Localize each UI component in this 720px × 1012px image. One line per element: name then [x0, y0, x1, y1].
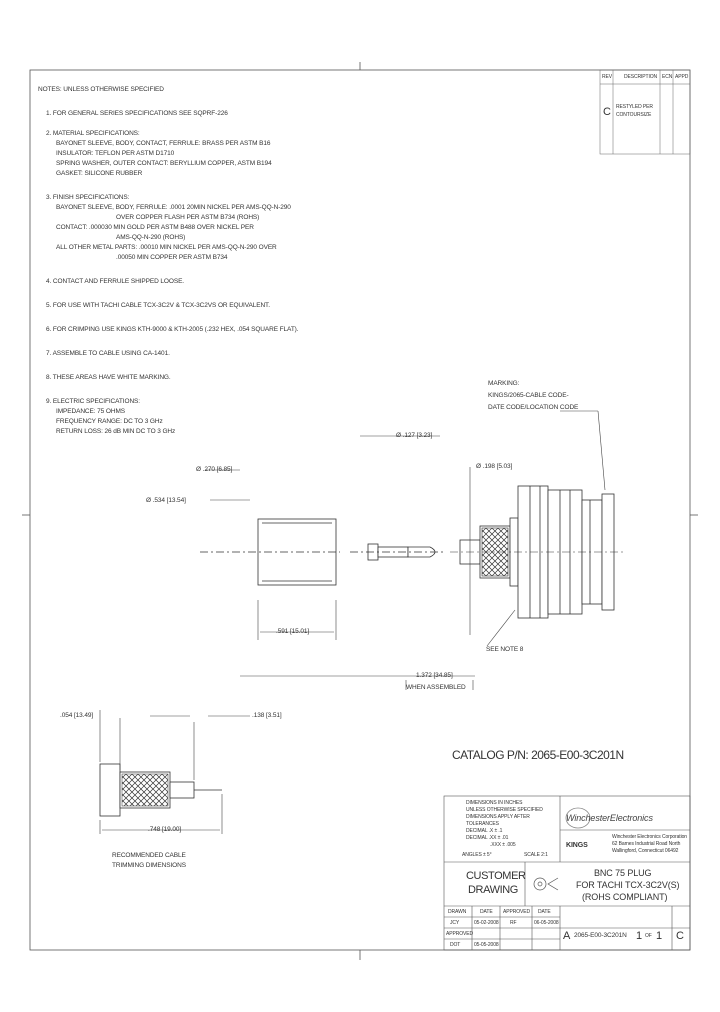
- dim-054: .054 [13.49]: [60, 712, 94, 719]
- catalog-number: CATALOG P/N: 2065-E00-3C201N: [452, 748, 624, 762]
- marking-line2: KINGS/2065-CABLE CODE-: [488, 392, 569, 399]
- note-2d: GASKET: SILICONE RUBBER: [56, 170, 143, 177]
- tb-dwg-no: 2065-E00-3C201N: [574, 932, 627, 939]
- note-3d: AMS-QQ-N-290 (ROHS): [116, 234, 186, 241]
- rev-desc: RESTYLED PER: [616, 104, 653, 110]
- company-logo-swoosh: [565, 807, 591, 829]
- tol-5: DECIMAL .X ± .1: [466, 828, 503, 834]
- dim-127: Ø .127 [3.23]: [396, 432, 433, 439]
- tol-angles: ANGLES ± 5°: [462, 852, 492, 858]
- tol-1: DIMENSIONS IN INCHES: [466, 800, 523, 806]
- tb-date-label: DATE: [480, 909, 493, 915]
- note-3c: CONTACT: .000030 MIN GOLD PER ASTM B488 …: [56, 224, 254, 231]
- marking-line3: DATE CODE/LOCATION CODE: [488, 404, 579, 411]
- note-9: 9. ELECTRIC SPECIFICATIONS:: [46, 398, 140, 405]
- tb-date2-label: DATE: [538, 909, 551, 915]
- note-3b: OVER COPPER FLASH PER ASTM B734 (ROHS): [116, 214, 260, 221]
- see-note-8: SEE NOTE 8: [486, 646, 524, 653]
- note-2a: BAYONET SLEEVE, BODY, CONTACT, FERRULE: …: [56, 140, 271, 147]
- tol-4: TOLERANCES: [466, 821, 499, 827]
- desc-line-1: BNC 75 PLUG: [594, 868, 652, 878]
- address-1: Winchester Electronics Corporation: [612, 834, 687, 840]
- note-6: 6. FOR CRIMPING USE KINGS KTH-9000 & KTH…: [46, 326, 299, 333]
- customer-label: CUSTOMER: [466, 870, 526, 882]
- dim-198: Ø .198 [5.03]: [476, 463, 513, 470]
- marking-label: MARKING:: [488, 380, 520, 387]
- dimension-lines-upper: [205, 410, 606, 690]
- note-1: 1. FOR GENERAL SERIES SPECIFICATIONS SEE…: [46, 110, 228, 117]
- tb-total: 1: [656, 930, 662, 942]
- dim-591: .591 [15.01]: [276, 628, 310, 635]
- tb-of: OF: [645, 933, 652, 939]
- tb-approved2-label: APPROVED: [446, 931, 473, 937]
- note-7: 7. ASSEMBLE TO CABLE USING CA-1401.: [46, 350, 170, 357]
- braid-hatching: [121, 773, 169, 807]
- tb-size: A: [563, 930, 570, 942]
- note-3f: .00050 MIN COPPER PER ASTM B734: [116, 254, 228, 261]
- note-9c: RETURN LOSS: 26 dB MIN DC TO 3 GHz: [56, 428, 176, 435]
- desc-line-3: (ROHS COMPLIANT): [582, 892, 668, 902]
- projection-symbol-cone: [547, 877, 559, 891]
- rev-col-rev: REV: [602, 74, 612, 80]
- tol-7: .XXX ± .005: [490, 842, 516, 848]
- dim-1372: 1.372 [34.85]: [416, 672, 453, 679]
- tb-appr-date: 06-05-2008: [534, 920, 559, 926]
- tol-3: DIMENSIONS APPLY AFTER: [466, 814, 530, 820]
- dim-748: .748 [19.00]: [148, 826, 182, 833]
- rev-desc-2: CONTOURSIZE: [616, 112, 652, 118]
- note-2b: INSULATOR: TEFLON PER ASTM D1710: [56, 150, 175, 157]
- company-logo: WinchesterElectronics: [566, 813, 653, 823]
- note-5: 5. FOR USE WITH TACHI CABLE TCX-3C2V & T…: [46, 302, 270, 309]
- projection-symbol-circle: [533, 877, 547, 891]
- note-8: 8. THESE AREAS HAVE WHITE MARKING.: [46, 374, 171, 381]
- note-4: 4. CONTACT AND FERRULE SHIPPED LOOSE.: [46, 278, 185, 285]
- title-block-lines: [443, 795, 691, 951]
- drawing-label: DRAWING: [468, 884, 518, 896]
- desc-line-2: FOR TACHI TCX-3C2V(S): [576, 880, 680, 890]
- note-9b: FREQUENCY RANGE: DC TO 3 GHz: [56, 418, 163, 425]
- rev-col-ecn: ECN: [662, 74, 673, 80]
- tol-scale: SCALE 2:1: [524, 852, 548, 858]
- trim-label-1: RECOMMENDED CABLE: [112, 852, 186, 859]
- tb-chk: DOT: [450, 942, 461, 948]
- rev-col-appd: APPD: [675, 74, 689, 80]
- note-2: 2. MATERIAL SPECIFICATIONS:: [46, 130, 140, 137]
- tb-sheet: 1: [636, 930, 642, 942]
- dim-270: Ø .270 [6.85]: [196, 466, 233, 473]
- kings-logo: KINGS: [566, 842, 588, 849]
- rev-col-desc: DESCRIPTION: [624, 74, 658, 80]
- dim-when-assembled: WHEN ASSEMBLED: [406, 684, 466, 691]
- dim-534: Ø .534 [13.54]: [146, 497, 186, 504]
- tb-rev: C: [676, 930, 684, 942]
- tb-drawn-date: 05-02-2008: [474, 920, 499, 926]
- tb-approved-label: APPROVED: [503, 909, 530, 915]
- note-3a: BAYONET SLEEVE, BODY, FERRULE: .0001 20M…: [56, 204, 291, 211]
- projection-symbol-inner: [537, 881, 543, 887]
- note-3: 3. FINISH SPECIFICATIONS:: [46, 194, 130, 201]
- tb-chk-date: 05-05-2008: [474, 942, 499, 948]
- note-2c: SPRING WASHER, OUTER CONTACT: BERYLLIUM …: [56, 160, 272, 167]
- address-3: Wallingford, Connecticut 06492: [612, 848, 679, 854]
- tb-drawn-label: DRAWN: [448, 909, 467, 915]
- ferrule-drawing: [200, 518, 340, 586]
- tb-drawn-by: JCY: [450, 920, 460, 926]
- rev-letter: C: [603, 106, 611, 118]
- tol-6: DECIMAL .XX ± .01: [466, 835, 509, 841]
- note-9a: IMPEDANCE: 75 OHMS: [56, 408, 125, 415]
- revision-table-lines: [599, 69, 691, 155]
- notes-header: NOTES: UNLESS OTHERWISE SPECIFIED: [38, 86, 164, 93]
- dim-138: .138 [3.51]: [252, 712, 282, 719]
- dimension-lines-lower: [99, 710, 250, 834]
- contact-pin-drawing: [350, 543, 445, 561]
- note-3e: ALL OTHER METAL PARTS: .00010 MIN NICKEL…: [56, 244, 277, 251]
- tol-2: UNLESS OTHERWISE SPECIFIED: [466, 807, 543, 813]
- address-2: 62 Barnes Industrial Road North: [612, 841, 681, 847]
- trim-label-2: TRIMMING DIMENSIONS: [112, 862, 186, 869]
- tb-appr-by: RF: [510, 920, 517, 926]
